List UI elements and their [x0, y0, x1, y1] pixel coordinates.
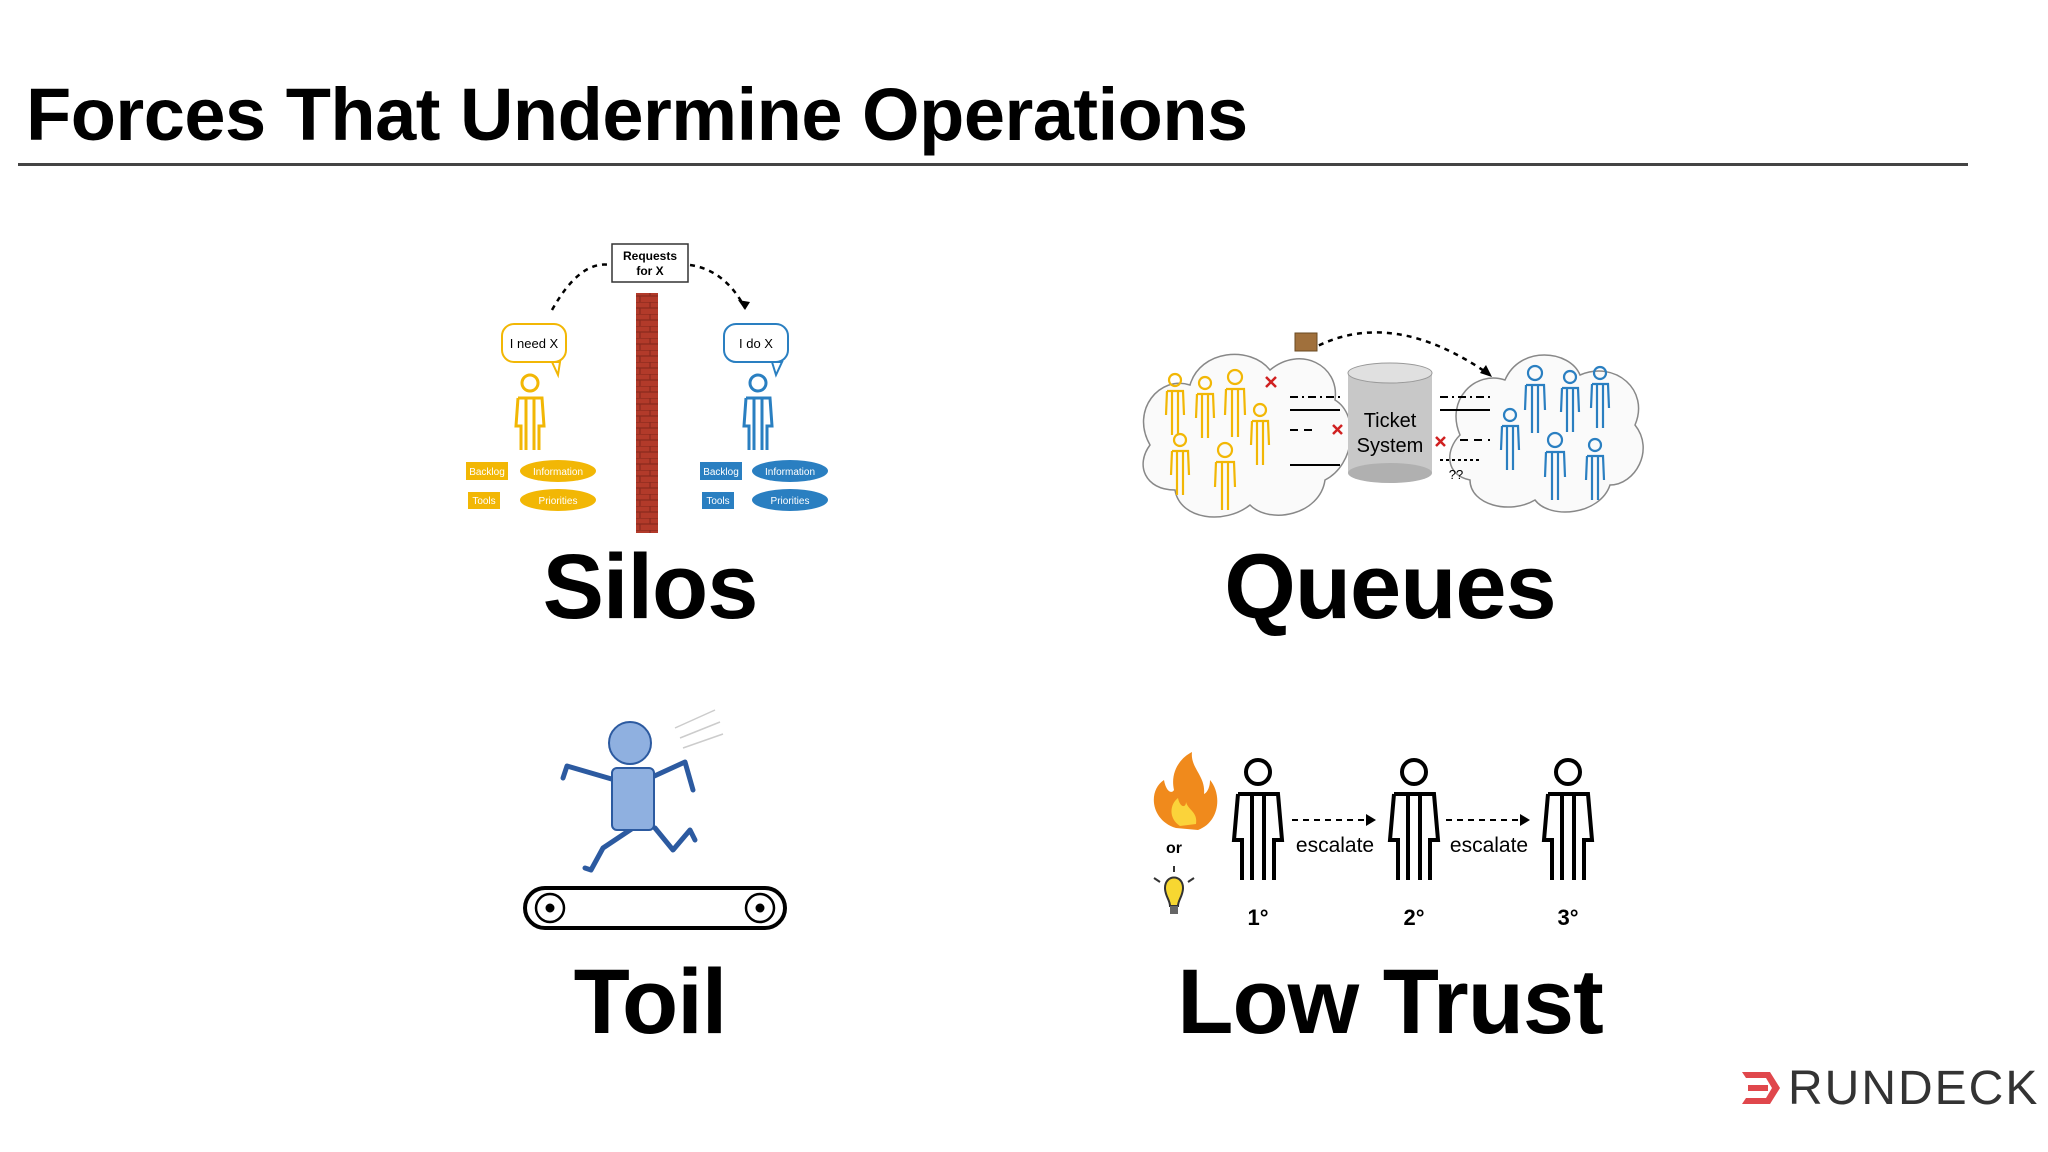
svg-text:Backlog: Backlog: [703, 467, 739, 478]
level-2: 2°: [1403, 905, 1424, 930]
svg-text:Tools: Tools: [706, 496, 729, 507]
label-low-trust: Low Trust: [1177, 951, 1603, 1053]
left-tags: Backlog Information Tools Priorities: [466, 460, 596, 511]
svg-text:Information: Information: [765, 467, 815, 478]
svg-text:Priorities: Priorities: [771, 496, 810, 507]
person-3-icon: [1541, 758, 1595, 880]
escalate-label-2: escalate: [1450, 834, 1528, 857]
svg-text:System: System: [1357, 435, 1424, 457]
package-icon: [1294, 332, 1318, 352]
silos-illustration: Requests for X I need X I do X Backlog I…: [466, 243, 828, 533]
fire-icon: [1153, 752, 1218, 830]
running-figure-icon: [560, 759, 698, 873]
svg-text:Backlog: Backlog: [469, 467, 505, 478]
wall-sign-line2: for X: [636, 264, 663, 278]
svg-text:Priorities: Priorities: [539, 496, 578, 507]
ticket-system-icon: Ticket System: [1347, 362, 1433, 483]
slide-title: Forces That Undermine Operations: [26, 73, 1248, 156]
treadmill-icon: [523, 886, 787, 930]
blue-crowd-icon: [1499, 364, 1611, 500]
left-bubble-text: I need X: [510, 336, 559, 351]
label-queues: Queues: [1224, 536, 1556, 638]
toil-illustration: [523, 709, 787, 930]
level-1: 1°: [1247, 905, 1268, 930]
wall-sign-line1: Requests: [623, 249, 677, 263]
right-tags: Backlog Information Tools Priorities: [700, 460, 828, 511]
rundeck-logo-icon: [1742, 1072, 1780, 1104]
runner-body-icon: [611, 767, 655, 831]
or-label: or: [1166, 840, 1182, 857]
svg-text:Tools: Tools: [472, 496, 495, 507]
svg-text:Ticket: Ticket: [1364, 410, 1417, 432]
label-silos: Silos: [542, 536, 759, 638]
rundeck-logo: RUNDECK: [1740, 1058, 2039, 1118]
level-3: 3°: [1557, 905, 1578, 930]
unknown-mark: ??: [1449, 467, 1463, 482]
person-1-icon: [1231, 758, 1285, 880]
right-person-icon: [742, 373, 774, 450]
runner-head-icon: [608, 721, 652, 765]
svg-text:Information: Information: [533, 467, 583, 478]
title-divider: [18, 163, 1968, 166]
right-bubble-text: I do X: [739, 336, 773, 351]
queues-illustration: Ticket System ??: [1142, 331, 1644, 518]
rundeck-logo-text: RUNDECK: [1788, 1061, 2040, 1115]
left-person-icon: [514, 373, 546, 450]
person-2-icon: [1387, 758, 1441, 880]
low-trust-illustration: or escalate escalate 1° 2° 3°: [1153, 752, 1595, 930]
label-toil: Toil: [573, 951, 728, 1053]
brick-wall: [636, 293, 658, 533]
lightbulb-icon: [1153, 866, 1195, 914]
escalate-label-1: escalate: [1296, 834, 1374, 857]
yellow-crowd-icon: [1164, 368, 1271, 510]
